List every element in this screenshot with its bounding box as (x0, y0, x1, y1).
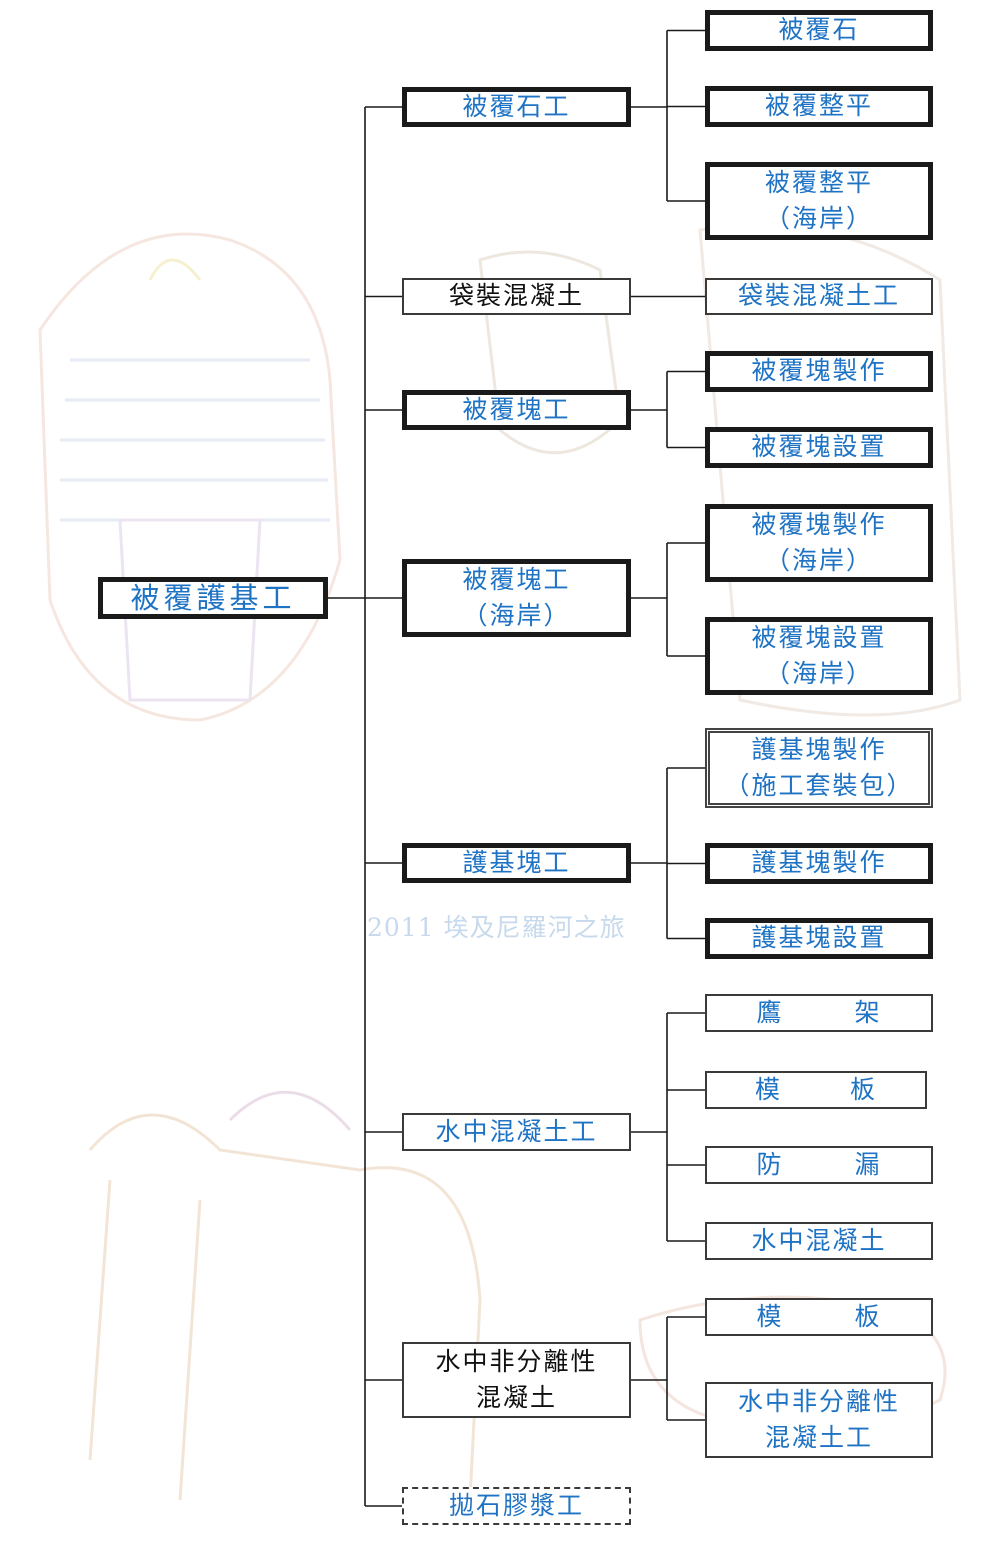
child-node-4-2-text-0: 護基塊設置 (751, 923, 887, 953)
category-node-2: 被覆塊工 (402, 390, 631, 430)
category-node-3-text-0: 被覆塊工 (462, 564, 571, 594)
child-node-5-1: 模板 (705, 1071, 927, 1109)
child-node-3-0-text-0: 被覆塊製作 (751, 509, 887, 539)
child-node-0-2: 被覆整平 （海岸） (705, 162, 933, 240)
child-node-0-0-text-0: 被覆石 (778, 15, 860, 45)
category-node-4: 護基塊工 (402, 843, 631, 883)
child-node-4-0: 護基塊製作 （施工套裝包） (705, 728, 933, 808)
category-node-2-text-0: 被覆塊工 (462, 394, 571, 424)
category-node-0: 被覆石工 (402, 87, 631, 127)
category-node-7-text-0: 拋石膠漿工 (448, 1490, 584, 1520)
category-node-3-text-1: （海岸） (462, 601, 571, 630)
child-node-5-2-text-0: 防 (756, 1149, 784, 1179)
category-node-1: 袋裝混凝土 (402, 278, 631, 315)
child-node-4-0-text-0: 護基塊製作 (751, 734, 887, 764)
child-node-4-2: 護基塊設置 (705, 918, 933, 959)
child-node-6-0: 模板 (705, 1298, 933, 1336)
category-node-6-text-0: 水中非分離性 (435, 1346, 598, 1376)
child-node-3-1: 被覆塊設置 （海岸） (705, 617, 933, 695)
category-node-6-text-1: 混凝土 (475, 1383, 557, 1412)
child-node-3-0-text-1: （海岸） (764, 546, 873, 575)
child-node-1-0-text-0: 袋裝混凝土工 (737, 281, 900, 311)
child-node-0-2-text-1: （海岸） (764, 204, 873, 233)
child-node-3-1-text-0: 被覆塊設置 (751, 622, 887, 652)
root-node-text-0: 被覆護基工 (130, 580, 296, 615)
category-node-5: 水中混凝土工 (402, 1113, 631, 1151)
child-node-5-3: 水中混凝土 (705, 1222, 933, 1260)
watermark-caption: 2011 埃及尼羅河之旅 (367, 913, 626, 942)
child-node-5-3-text-0: 水中混凝土 (751, 1225, 887, 1255)
child-node-2-0: 被覆塊製作 (705, 351, 933, 392)
child-node-2-1-text-0: 被覆塊設置 (751, 432, 887, 462)
child-node-5-0-text-1: 架 (854, 997, 882, 1027)
child-node-1-0: 袋裝混凝土工 (705, 278, 933, 315)
child-node-0-1-text-0: 被覆整平 (764, 91, 873, 121)
child-node-0-0: 被覆石 (705, 10, 933, 51)
category-node-4-text-0: 護基塊工 (462, 847, 571, 877)
child-node-5-0-text-0: 鷹 (756, 997, 784, 1027)
category-node-3: 被覆塊工 （海岸） (402, 559, 631, 637)
category-node-5-text-0: 水中混凝土工 (435, 1116, 598, 1146)
child-node-5-0: 鷹架 (705, 994, 933, 1032)
category-node-7: 拋石膠漿工 (402, 1487, 631, 1525)
child-node-6-0-text-1: 板 (854, 1301, 882, 1331)
category-node-0-text-0: 被覆石工 (462, 91, 571, 121)
child-node-4-0-text-1: （施工套裝包） (724, 771, 914, 800)
category-node-6: 水中非分離性混凝土 (402, 1342, 631, 1418)
child-node-5-1-text-0: 模 (754, 1074, 782, 1104)
child-node-6-0-text-0: 模 (756, 1301, 784, 1331)
child-node-6-1-text-0: 水中非分離性 (737, 1386, 900, 1416)
child-node-4-1-text-0: 護基塊製作 (751, 848, 887, 878)
child-node-2-1: 被覆塊設置 (705, 427, 933, 468)
category-node-1-text-0: 袋裝混凝土 (448, 281, 584, 311)
child-node-5-1-text-1: 板 (849, 1074, 877, 1104)
child-node-0-2-text-0: 被覆整平 (764, 167, 873, 197)
child-node-6-1: 水中非分離性混凝土工 (705, 1382, 933, 1458)
child-node-4-1: 護基塊製作 (705, 843, 933, 884)
child-node-2-0-text-0: 被覆塊製作 (751, 356, 887, 386)
child-node-3-0: 被覆塊製作 （海岸） (705, 504, 933, 582)
child-node-6-1-text-1: 混凝土工 (764, 1423, 873, 1452)
child-node-5-2-text-1: 漏 (854, 1149, 882, 1179)
root-node: 被覆護基工 (98, 577, 328, 619)
child-node-3-1-text-1: （海岸） (764, 659, 873, 688)
child-node-5-2: 防漏 (705, 1146, 933, 1184)
child-node-0-1: 被覆整平 (705, 86, 933, 127)
